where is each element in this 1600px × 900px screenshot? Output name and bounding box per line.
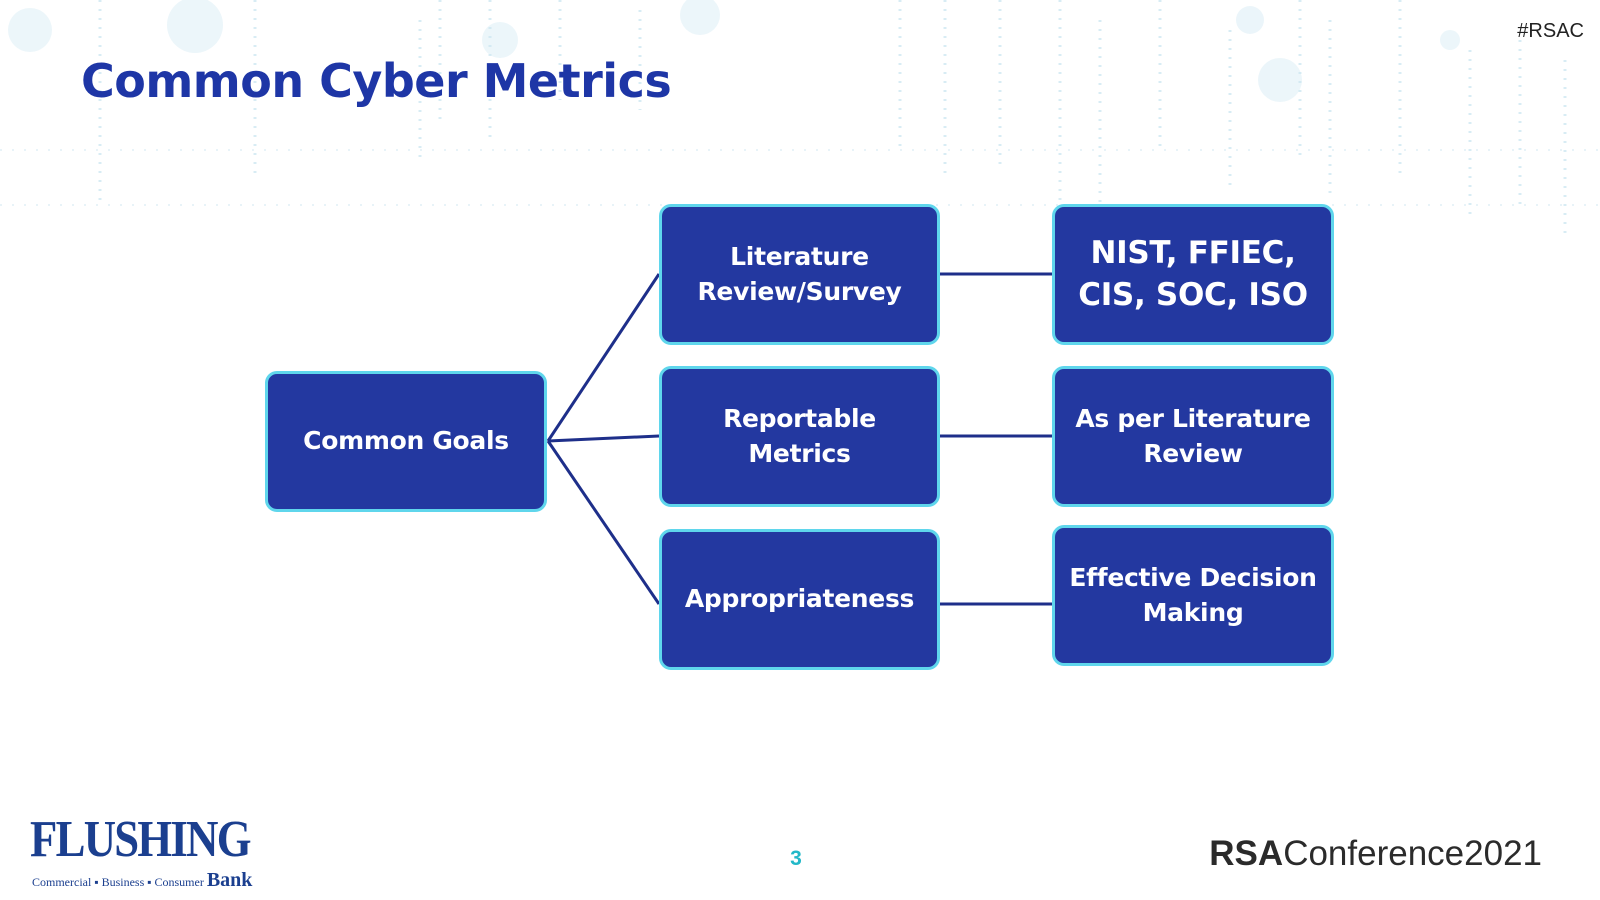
hashtag-label: #RSAC [1517,20,1584,42]
rsa-brand-text: RSA [1209,834,1284,873]
flushing-logo-bank: Bank [206,869,253,891]
rsa-conference-text: Conference2021 [1283,834,1542,873]
rsa-conference-logo: RSAConference2021 [1209,836,1542,871]
outcome-node-literature-review: As per Literature Review [1052,366,1334,507]
outcome-node-standards: NIST, FFIEC, CIS, SOC, ISO [1052,204,1334,345]
branch-node-literature-review: Literature Review/Survey [659,204,940,345]
branch-node-appropriateness: Appropriateness [659,529,940,670]
connector-root-branch-1 [546,273,661,442]
root-node-common-goals: Common Goals [265,371,547,512]
flushing-logo-wordmark: FLUSHING [30,811,252,868]
outcome-node-decision-making: Effective Decision Making [1052,525,1334,666]
background-pattern [0,0,1600,240]
flushing-logo-tagline: Commercial ▪ Business ▪ Consumer Bank [32,869,252,892]
page-number: 3 [790,847,802,870]
slide-title: Common Cyber Metrics [81,54,672,108]
flushing-tagline-text: Commercial ▪ Business ▪ Consumer [32,875,204,889]
branch-node-reportable-metrics: Reportable Metrics [659,366,940,507]
connector-root-branch-2 [547,434,660,443]
flushing-bank-logo: FLUSHING Commercial ▪ Business ▪ Consume… [30,814,252,892]
connector-root-branch-3 [546,440,661,605]
